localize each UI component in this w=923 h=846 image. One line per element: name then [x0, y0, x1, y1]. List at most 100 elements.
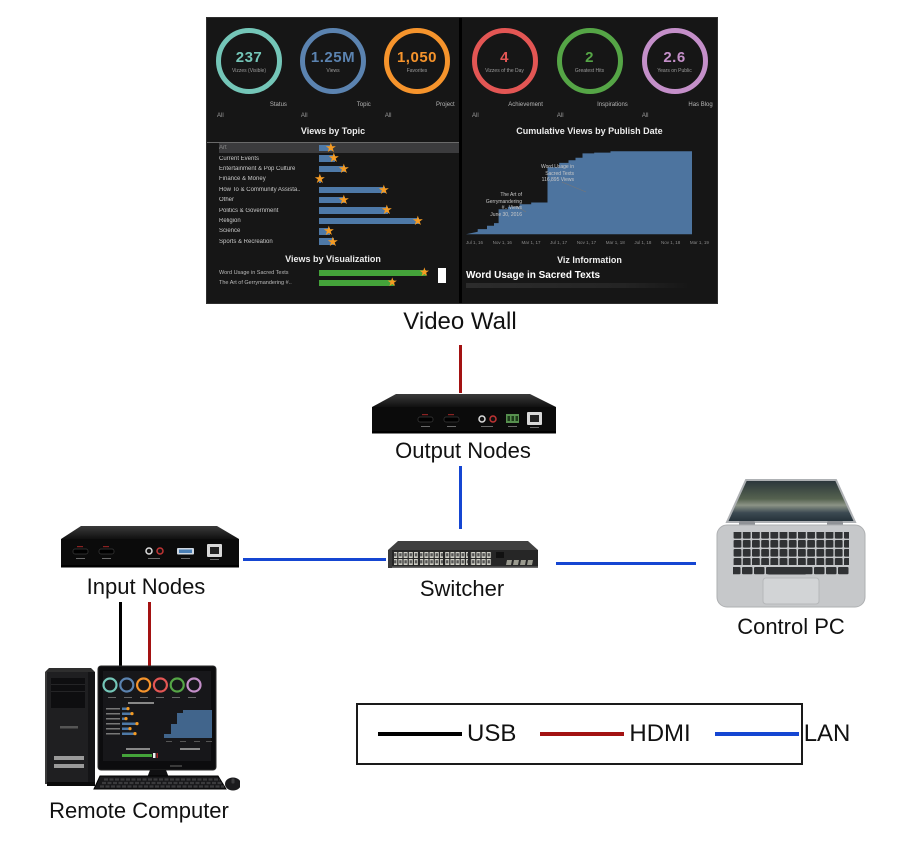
sfp-slots [506, 560, 533, 565]
x-axis-label: Nov 1, 17 [576, 240, 597, 245]
laptop-keyboard [733, 532, 849, 565]
lan-line-switcher-controlpc [556, 562, 696, 565]
star-icon: ★ [325, 140, 337, 155]
annotation-line: Gerrymandering [485, 198, 522, 205]
topic-label: Current Events [219, 155, 260, 162]
mini-kpi-ring [152, 677, 169, 693]
topic-label: Finance & Money [219, 176, 266, 183]
legend-box: USB HDMI LAN [356, 703, 850, 765]
filter-value: All [641, 113, 649, 119]
topic-row: Science★ [219, 223, 459, 239]
topic-bar [319, 144, 332, 152]
kpi-label: Favorites [406, 67, 428, 74]
viz-label: The Art of Gerrymandering #.. [219, 280, 292, 286]
filter-name: Status [269, 102, 287, 108]
mini-bar-chart [106, 707, 139, 736]
mini-kpi-ring [119, 677, 135, 693]
audio-jack-red [489, 415, 497, 423]
lan-line-output-switcher [459, 466, 462, 529]
x-axis-label: Mar 1, 18 [605, 240, 625, 245]
video-wall-label: Video Wall [403, 308, 517, 335]
topic-label: How To & Community Assista.. [219, 186, 301, 193]
views-by-visualization-title: Views by Visualization [285, 254, 381, 264]
filter-name: Inspirations [597, 102, 628, 108]
topic-bar [319, 217, 419, 225]
scrollbar-block [438, 268, 446, 283]
output-nodes-device [372, 394, 556, 434]
topic-bar [319, 155, 335, 162]
filter-value: All [217, 113, 224, 119]
topic-bar [319, 176, 321, 183]
mini-green-bar [122, 754, 152, 757]
views-by-visualization-chart: Word Usage in Sacred Texts★The Art of Ge… [207, 265, 459, 292]
input-nodes-device [61, 526, 239, 568]
switcher-label: Switcher [419, 576, 505, 601]
console-port [496, 552, 504, 558]
filter-name: Has Blog [688, 102, 713, 108]
kpi-value: 2.6 [663, 48, 686, 66]
remote-computer-label: Remote Computer [49, 798, 229, 823]
kpi-value: 1.25M [310, 48, 356, 66]
mini-kpi-ring [102, 677, 118, 693]
legend-label: HDMI [629, 720, 691, 747]
legend-label: LAN [803, 720, 851, 747]
star-icon: ★ [328, 150, 340, 166]
views-by-topic-chart: Art★Current Events★Entertainment & Pop C… [207, 140, 459, 249]
mini-kpi-ring [169, 677, 185, 693]
topic-row: Sports & Recreation ★ [219, 233, 459, 249]
viz-row: The Art of Gerrymandering #.. ★ [219, 275, 459, 289]
viz-row: Word Usage in Sacred Texts ★ [219, 265, 459, 279]
annotation-line: June 30, 2016 [490, 211, 522, 218]
x-axis-label: Nov 1, 16 [492, 240, 512, 245]
cumulative-views-title: Cumulative Views by Publish Date [516, 126, 663, 136]
audio-jack-white [145, 547, 153, 555]
hdmi-line-input-remote [148, 602, 151, 671]
filter-name: Project [436, 102, 455, 108]
annotation-line: Word Usage in [541, 164, 574, 170]
mini-area-chart [164, 710, 212, 738]
hdmi-out-port-1 [417, 416, 434, 423]
topic-row: How To & Community Assista..★ [219, 183, 459, 196]
star-icon: ★ [327, 233, 339, 249]
annotation-line: Sacred Texts [545, 170, 574, 177]
x-axis-label: Jul 1, 16 [466, 240, 484, 245]
kpi-label: Vizzes of the Day [485, 67, 524, 74]
topic-label: Sports & Recreation [219, 238, 273, 245]
x-axis-label: Mar 1, 19 [689, 240, 709, 245]
filter-name: Achievement [508, 102, 543, 108]
topic-bar [319, 228, 330, 235]
spacebar-key [768, 567, 806, 575]
remote-computer-device [45, 665, 240, 791]
legend-item-hdmi: HDMI [540, 720, 691, 748]
topic-label: Other [219, 197, 235, 204]
topic-bar [319, 207, 388, 214]
hdmi-line-swatch [540, 732, 625, 736]
star-icon: ★ [386, 275, 398, 289]
switcher-device [388, 541, 538, 568]
audio-jack-white [478, 415, 486, 423]
topic-bar [319, 196, 345, 204]
viz-label: Word Usage in Sacred Texts [219, 270, 289, 276]
star-icon: ★ [323, 223, 335, 239]
legend-item-usb: USB [378, 720, 516, 748]
star-icon: ★ [419, 265, 430, 279]
kpi-value: 4 [500, 48, 509, 66]
